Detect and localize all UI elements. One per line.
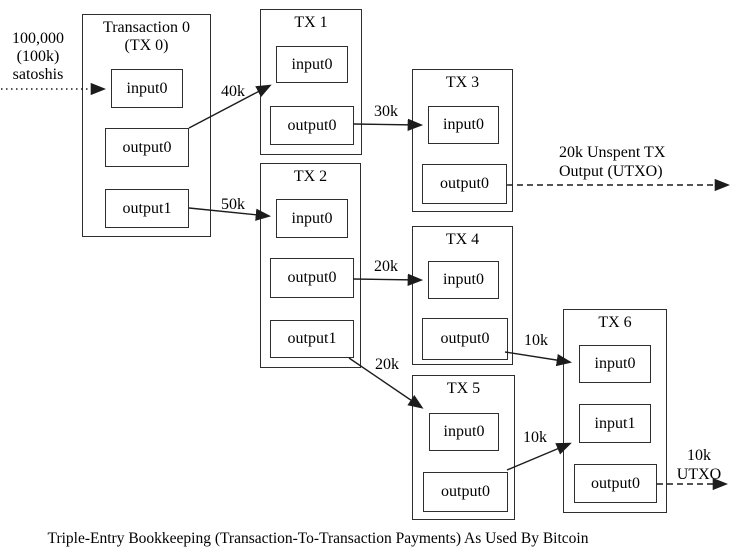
source-amount-line2: (100k) [16,48,60,65]
utxo-20k-label: 20k Unspent TX Output (UTXO) [559,143,665,181]
node-tx6-title: TX 6 [598,314,632,331]
edge-label-50k: 50k [221,196,245,213]
port-tx6-output0: output0 [574,464,657,503]
port-tx0-input0: input0 [111,69,183,108]
edge-label-20k-tx4: 20k [374,258,398,275]
source-amount-line3: satoshis [12,66,64,83]
port-tx0-output0: output0 [105,128,189,167]
node-tx4: TX 4 input0 output0 [412,226,513,365]
node-tx1-title: TX 1 [294,14,328,31]
source-amount-line1: 100,000 [12,30,64,47]
utxo-20k-line2: Output (UTXO) [559,163,663,180]
edge-label-30k: 30k [374,103,398,120]
utxo-10k-line2: UTXO [676,466,722,483]
node-tx2-title: TX 2 [293,168,328,185]
source-amount-label: 100,000 (100k) satoshis [4,30,72,84]
node-tx0-title-line2: (TX 0) [124,37,169,54]
edge-label-10k-tx6-input1: 10k [523,429,547,446]
diagram-caption: Triple-Entry Bookkeeping (Transaction-To… [47,530,589,547]
node-tx4-title: TX 4 [445,231,480,248]
arrow-tx1-output0-to-tx3-input0 [352,118,424,131]
node-tx1: TX 1 input0 output0 [260,9,362,155]
port-tx2-output0: output0 [270,258,354,298]
utxo-10k-line1: 10k [687,447,711,464]
port-tx1-input0: input0 [276,46,348,83]
node-tx5: TX 5 input0 output0 [412,375,515,520]
node-tx3: TX 3 input0 output0 [412,69,513,212]
arrow-tx2-output1-to-tx5-input0 [348,357,424,409]
edge-label-20k-tx5: 20k [375,356,399,373]
node-tx5-title: TX 5 [446,380,481,397]
node-tx0-title: Transaction 0 (TX 0) [83,15,210,55]
port-tx3-output0: output0 [422,164,507,204]
port-tx2-output1: output1 [270,320,354,358]
port-tx1-output0: output0 [270,106,354,145]
port-tx4-output0: output0 [422,318,508,360]
utxo-20k-line1: 20k Unspent TX [559,144,666,161]
arrow-tx4-output0-to-tx6-input0 [504,351,573,367]
edge-label-40k: 40k [221,83,245,100]
node-tx6: TX 6 input0 input1 output0 [563,309,667,513]
utxo-10k-label: 10k UTXO [668,446,730,484]
port-tx4-input0: input0 [428,261,499,299]
node-tx3-title: TX 3 [445,74,480,91]
port-tx5-input0: input0 [429,413,499,451]
node-tx0: Transaction 0 (TX 0) input0 output0 outp… [82,14,211,237]
edge-label-10k-tx6-input0: 10k [524,332,548,349]
arrow-tx0-output0-to-tx1-input0 [188,84,272,129]
node-tx0-title-line1: Transaction 0 [103,19,190,36]
node-tx2: TX 2 input0 output0 output1 [260,163,361,368]
port-tx5-output0: output0 [423,472,508,512]
arrow-tx5-output0-to-tx6-input1 [506,442,572,471]
arrow-tx2-output0-to-tx4-input0 [352,273,424,286]
port-tx6-input0: input0 [579,345,651,383]
port-tx6-input1: input1 [579,404,651,443]
port-tx3-input0: input0 [428,106,499,144]
port-tx2-input0: input0 [276,199,348,238]
arrow-tx0-output1-to-tx2-input0 [188,207,272,221]
port-tx0-output1: output1 [105,189,189,228]
